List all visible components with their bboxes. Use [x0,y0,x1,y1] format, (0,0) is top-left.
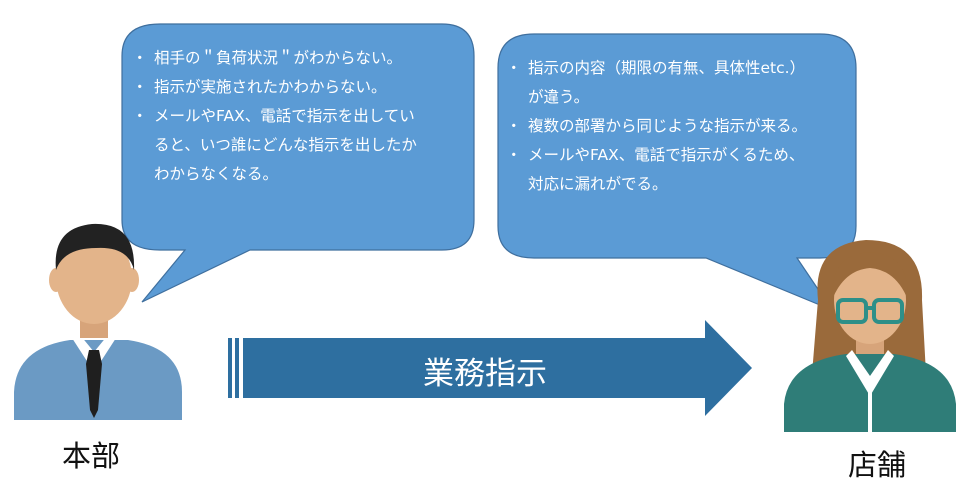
list-item: メールやFAX、電話で指示がくるため、 対応に漏れがでる。 [506,141,846,199]
list-item: 複数の部署から同じような指示が来る。 [506,112,846,141]
arrow-label: 業務指示 [423,356,547,392]
store-person-icon [784,240,956,432]
list-item: 相手の＂負荷状況＂がわからない。 [132,44,460,73]
list-item: 指示が実施されたかわからない。 [132,73,460,102]
headquarters-label: 本部 [62,439,121,473]
headquarters-person-icon [14,223,182,420]
headquarters-issues-list: 相手の＂負荷状況＂がわからない。 指示が実施されたかわからない。 メールやFAX… [132,44,460,189]
task-instruction-arrow [228,320,752,416]
list-item: 指示の内容（期限の有無、具体性etc.） が違う。 [506,54,846,112]
store-issues-list: 指示の内容（期限の有無、具体性etc.） が違う。 複数の部署から同じような指示… [506,54,846,199]
list-item: メールやFAX、電話で指示を出してい ると、いつ誰にどんな指示を出したか わから… [132,102,460,189]
store-label: 店舗 [848,448,907,482]
